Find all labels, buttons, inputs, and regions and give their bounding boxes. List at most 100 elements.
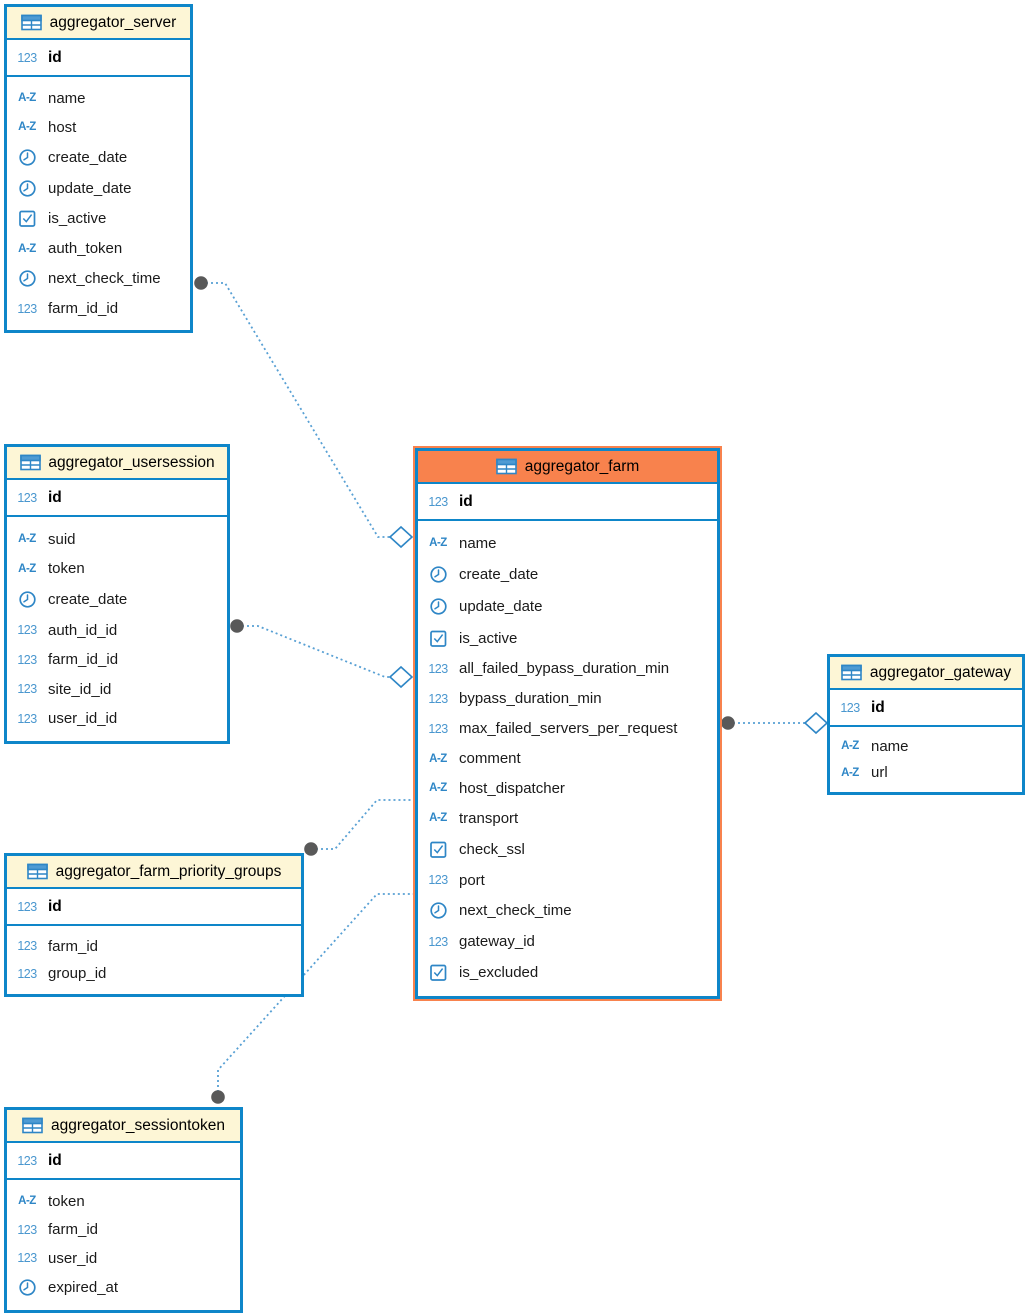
dot-endpoint-icon [304,842,318,856]
number-type-icon: 123 [17,682,37,697]
field-row[interactable]: A-Z name [418,535,717,552]
field-row[interactable]: create_date [418,565,717,584]
entity-header-aggregator-gateway[interactable]: aggregator_gateway [830,657,1022,690]
primary-key-row[interactable]: 123 id [7,40,190,77]
dot-endpoint-icon [194,276,208,290]
relationship-farm-to-gateway[interactable] [721,711,829,735]
entity-header-aggregator-farm-priority-groups[interactable]: aggregator_farm_priority_groups [7,856,301,889]
field-name: bypass_duration_min [459,690,602,708]
text-type-icon: A-Z [429,782,447,795]
field-row[interactable]: next_check_time [418,901,717,920]
relationship-server-to-farm[interactable] [194,276,414,549]
relationship-usersession-to-farm[interactable] [230,619,414,689]
table-icon [496,458,518,475]
field-row[interactable]: create_date [7,590,227,609]
field-row[interactable]: update_date [7,179,190,198]
field-row[interactable]: check_ssl [418,840,717,859]
field-name: name [459,534,497,552]
text-type-icon: A-Z [18,92,36,105]
field-name: is_active [459,629,518,647]
field-row[interactable]: is_active [7,209,190,228]
number-type-icon: 123 [428,691,448,706]
field-row[interactable]: expired_at [7,1278,240,1297]
field-row[interactable]: update_date [418,597,717,616]
field-name: user_id_id [48,710,118,728]
relationship-priority-groups-to-farm[interactable] [304,799,414,856]
field-name: auth_id_id [48,621,118,639]
entity-title: aggregator_gateway [869,663,1012,681]
field-name: all_failed_bypass_duration_min [459,660,670,678]
field-name: url [871,764,888,782]
field-row[interactable]: is_active [418,629,717,648]
text-type-icon: A-Z [429,537,447,550]
field-row[interactable]: is_excluded [418,963,717,982]
entity-header-aggregator-sessiontoken[interactable]: aggregator_sessiontoken [7,1110,240,1143]
fields-section: A-Z name create_date update_date is_active 12… [418,521,717,996]
datetime-type-icon [426,901,450,920]
number-type-icon: 123 [17,50,37,65]
field-name: auth_token [48,240,123,258]
field-name: max_failed_servers_per_request [459,720,678,738]
text-type-icon: A-Z [18,1195,36,1208]
primary-key-name: id [48,48,62,66]
diamond-endpoint-icon [803,711,829,735]
relationship-line[interactable] [201,282,390,538]
number-type-icon: 123 [17,899,37,914]
table-icon [27,863,49,880]
field-name: create_date [48,590,128,608]
relationship-line[interactable] [237,625,390,678]
entity-header-aggregator-farm[interactable]: aggregator_farm [418,451,717,484]
number-type-icon: 123 [428,661,448,676]
field-row[interactable]: 123 all_failed_bypass_duration_min [418,660,717,677]
field-name: farm_id [48,1221,99,1239]
table-icon [21,14,43,31]
number-type-icon: 123 [17,652,37,667]
field-row[interactable]: next_check_time [7,269,190,288]
entity-header-aggregator-usersession[interactable]: aggregator_usersession [7,447,227,480]
field-row[interactable]: 123 bypass_duration_min [418,690,717,707]
entity-header-aggregator-server[interactable]: aggregator_server [7,7,190,40]
datetime-type-icon [426,597,450,616]
field-row[interactable]: create_date [7,148,190,167]
field-name: gateway_id [459,933,535,951]
primary-key-name: id [871,698,885,716]
relationship-line[interactable] [311,799,414,850]
number-type-icon: 123 [17,301,37,316]
